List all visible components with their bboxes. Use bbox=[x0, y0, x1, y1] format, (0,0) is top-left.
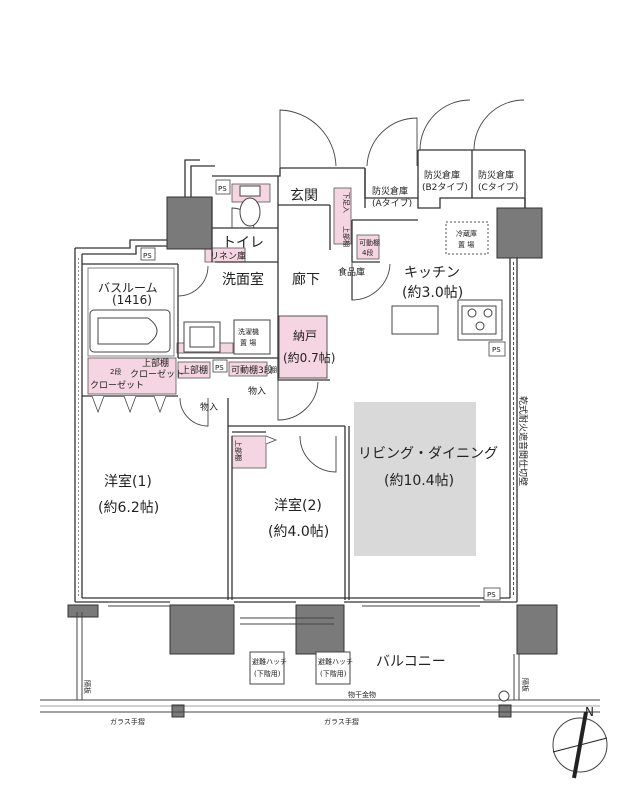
label-kitchen-size: (約3.0帖) bbox=[402, 285, 463, 301]
label-pantry: 食品庫 bbox=[338, 266, 365, 278]
label-storage-size: (約0.7帖) bbox=[283, 350, 335, 365]
burner-3 bbox=[475, 321, 485, 331]
label-fridge-1: 冷蔵庫 bbox=[456, 229, 477, 238]
label-north: N bbox=[585, 705, 594, 719]
label-toilet: トイレ bbox=[222, 235, 264, 251]
living-floor-tone bbox=[354, 402, 476, 556]
entrance-shoe-cabinet bbox=[333, 187, 352, 245]
bath-inner bbox=[87, 267, 175, 357]
label-upper-cab-entrance: 上部棚 bbox=[342, 226, 351, 247]
label-upper-cab-bedroom2: 上部棚 bbox=[234, 440, 243, 461]
label-glass-rail-1: ガラス手摺 bbox=[110, 717, 145, 726]
bathtub-basin bbox=[97, 317, 158, 345]
washbasin-bowl bbox=[189, 326, 215, 348]
compass-icon bbox=[552, 711, 608, 779]
label-partition: 乾式耐火遮音間仕切壁 bbox=[517, 396, 529, 486]
label-shelf3: 可動棚3段 bbox=[231, 364, 273, 376]
escape-hatch-1 bbox=[249, 651, 285, 685]
doors bbox=[177, 99, 525, 473]
label-washer-2: 置 場 bbox=[240, 338, 256, 347]
label-tana: 棚 bbox=[270, 365, 277, 374]
label-storein-1: 物入 bbox=[200, 401, 218, 413]
label-shoe-cabinet: 下足入 bbox=[342, 192, 350, 213]
kitchen-sink bbox=[391, 305, 439, 335]
label-washroom: 洗面室 bbox=[222, 271, 264, 288]
toilet-bowl bbox=[239, 197, 261, 227]
ps-box-4 bbox=[212, 359, 228, 373]
ps-box-2 bbox=[140, 247, 156, 261]
label-hatch1-2: (下階用) bbox=[254, 669, 281, 678]
label-ps-5: PS bbox=[487, 591, 496, 599]
post-left bbox=[171, 704, 185, 718]
label-entrance: 玄関 bbox=[290, 187, 318, 204]
label-hatch2-2: (下階用) bbox=[320, 669, 347, 678]
closet-door-markers bbox=[91, 395, 278, 445]
label-ps-1: PS bbox=[218, 185, 227, 193]
label-storeroom-b-2: (B2タイプ) bbox=[422, 182, 468, 193]
label-living-size: (約10.4帖) bbox=[384, 473, 454, 489]
label-bathroom-size: (1416) bbox=[112, 293, 152, 307]
label-shelf-1: 可動棚 bbox=[359, 238, 380, 247]
label-bedroom1: 洋室(1) bbox=[104, 473, 152, 490]
closet-block bbox=[87, 357, 177, 395]
label-storein-2: 物入 bbox=[248, 385, 266, 397]
drain-icon bbox=[498, 690, 510, 702]
label-bedroom2-size: (約4.0帖) bbox=[268, 524, 329, 540]
label-ps-2: PS bbox=[143, 252, 152, 260]
washer-place bbox=[233, 319, 271, 355]
label-storeroom-c-1: 防災倉庫 bbox=[478, 169, 514, 181]
windows bbox=[108, 601, 480, 625]
column-bottom-mid bbox=[295, 604, 345, 655]
ps-box-1 bbox=[215, 179, 231, 195]
column-top-right bbox=[496, 207, 543, 259]
label-bedroom2: 洋室(2) bbox=[274, 497, 322, 514]
label-upper-closet-2: クローゼット bbox=[130, 368, 184, 380]
column-bottom-right bbox=[516, 604, 558, 655]
upper-shelf-block bbox=[177, 361, 211, 379]
movable-shelf-block bbox=[228, 361, 268, 377]
post-right bbox=[498, 704, 512, 718]
storage-room bbox=[278, 315, 328, 379]
label-washer-1: 洗濯機 bbox=[238, 327, 259, 336]
label-divider-1: 隔板 bbox=[83, 680, 92, 694]
label-closet-prefix: 2段 bbox=[110, 367, 121, 376]
label-balcony: バルコニー bbox=[376, 654, 446, 670]
label-fridge-2: 置 場 bbox=[458, 240, 474, 249]
label-storage: 納戸 bbox=[293, 329, 317, 343]
column-bottom-left bbox=[169, 604, 235, 655]
label-corridor: 廊下 bbox=[292, 271, 320, 288]
burner-1 bbox=[467, 308, 477, 318]
label-divider-2: 隔板 bbox=[521, 678, 530, 692]
label-closet: クローゼット bbox=[90, 379, 144, 391]
label-shelf-2: 4段 bbox=[362, 248, 373, 257]
label-bedroom1-size: (約6.2帖) bbox=[98, 500, 159, 516]
label-storeroom-b-1: 防災倉庫 bbox=[424, 169, 460, 181]
label-hatch2-1: 避難ハッチ bbox=[318, 657, 353, 666]
label-upper-closet-1: 上部棚 bbox=[142, 357, 169, 369]
fridge-place bbox=[445, 221, 489, 255]
ps-box-5 bbox=[483, 587, 501, 601]
escape-hatch-2 bbox=[315, 651, 351, 685]
column-top-left bbox=[166, 196, 213, 250]
label-living: リビング・ダイニング bbox=[358, 446, 498, 462]
label-linen: リネン庫 bbox=[210, 250, 246, 262]
label-ps-3: PS bbox=[492, 346, 501, 354]
toilet-tank bbox=[239, 185, 261, 197]
label-storeroom-a-2: (Aタイプ) bbox=[372, 198, 412, 209]
ps-box-3 bbox=[488, 341, 506, 357]
label-glass-rail-2: ガラス手摺 bbox=[324, 717, 359, 726]
interior-walls bbox=[82, 149, 526, 600]
label-kitchen: キッチン bbox=[404, 265, 460, 281]
label-storeroom-c-2: (Cタイプ) bbox=[478, 182, 518, 193]
label-dryer: 物干金物 bbox=[348, 690, 376, 699]
label-hatch1-1: 避難ハッチ bbox=[252, 657, 287, 666]
label-upper-shelf: 上部棚 bbox=[181, 364, 208, 376]
label-bathroom: バスルーム bbox=[98, 281, 158, 295]
label-storeroom-a-1: 防災倉庫 bbox=[372, 185, 408, 197]
kitchen-shelf bbox=[356, 234, 380, 260]
burner-2 bbox=[483, 308, 493, 318]
wall-stub-left bbox=[67, 604, 99, 618]
label-ps-4: PS bbox=[215, 364, 224, 372]
